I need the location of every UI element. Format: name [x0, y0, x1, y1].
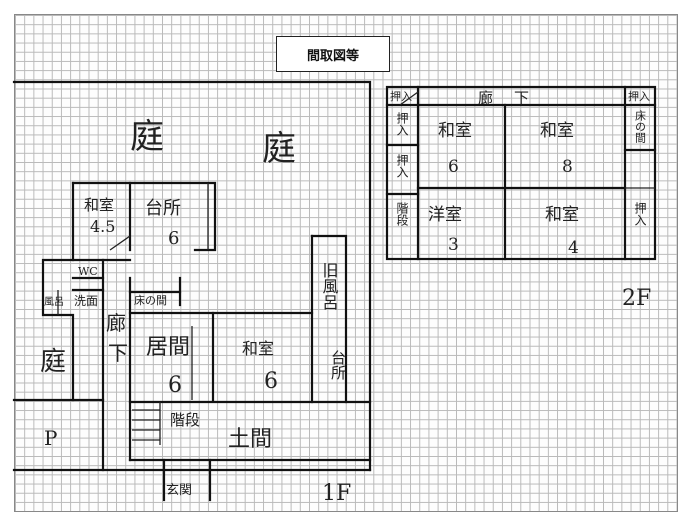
oshiire-label-2f-right: 押入: [633, 202, 647, 226]
entrance-label: 玄関: [166, 483, 192, 498]
living-room-size: 6: [168, 373, 182, 398]
doma-label: 土間: [228, 427, 272, 452]
old-bath-label: 旧風呂: [320, 262, 339, 310]
tokonoma-label-1f: 床の間: [134, 293, 167, 307]
kitchen-name: 台所: [145, 198, 181, 219]
garden-label-top-a: 庭: [130, 117, 164, 157]
washitsu-4-2f-size: 4: [568, 238, 579, 258]
stairs-label-1f: 階段: [170, 411, 200, 429]
kitchen-size: 6: [168, 228, 179, 249]
washroom-label: 洗面: [74, 294, 98, 308]
oshiire-label-2f-left-b: 押入: [395, 154, 409, 178]
washitsu-45-size: 4.5: [90, 217, 115, 236]
yoshitsu-2f-size: 3: [448, 235, 459, 255]
oshiire-label-2f-top-right: 押入: [628, 89, 650, 103]
oshiire-label-2f-left-a: 押入: [395, 112, 409, 136]
garden-label-left: 庭: [40, 347, 66, 377]
floor2-label: 2F: [622, 286, 651, 311]
washitsu-4-2f-name: 和室: [545, 205, 579, 225]
oshiire-label-2f-top-left: 押入: [390, 89, 412, 103]
bath-label: 風呂: [44, 296, 64, 308]
washitsu-8-2f-name: 和室: [540, 121, 574, 141]
hallway-label-a: 廊: [106, 311, 126, 335]
page-title: 間取図等: [276, 36, 390, 72]
washitsu-6-1f-size: 6: [264, 369, 278, 394]
hallway-label-2f-a: 廊: [478, 89, 493, 107]
washitsu-6-1f-name: 和室: [242, 339, 274, 358]
tokonoma-label-2f: 床の間: [634, 109, 647, 144]
hallway-label-b: 下: [108, 341, 128, 365]
wc-label: WC: [78, 265, 98, 278]
stairs-label-2f: 階段: [395, 201, 409, 227]
washitsu-6-2f-size: 6: [448, 157, 459, 177]
floor2-walls: [385, 85, 657, 261]
washitsu-6-2f-name: 和室: [438, 121, 472, 141]
washitsu-8-2f-size: 8: [562, 157, 573, 177]
floor1-label: 1F: [322, 481, 351, 506]
washitsu-45-name: 和室: [84, 196, 114, 214]
hallway-label-2f-b: 下: [514, 89, 529, 107]
living-room-name: 居間: [146, 335, 190, 360]
yoshitsu-2f-name: 洋室: [428, 205, 462, 225]
parking-label: P: [44, 426, 57, 450]
garden-label-top-b: 庭: [262, 129, 296, 169]
floor1-walls: [12, 80, 372, 502]
old-kitchen-label: 台所: [329, 350, 347, 380]
